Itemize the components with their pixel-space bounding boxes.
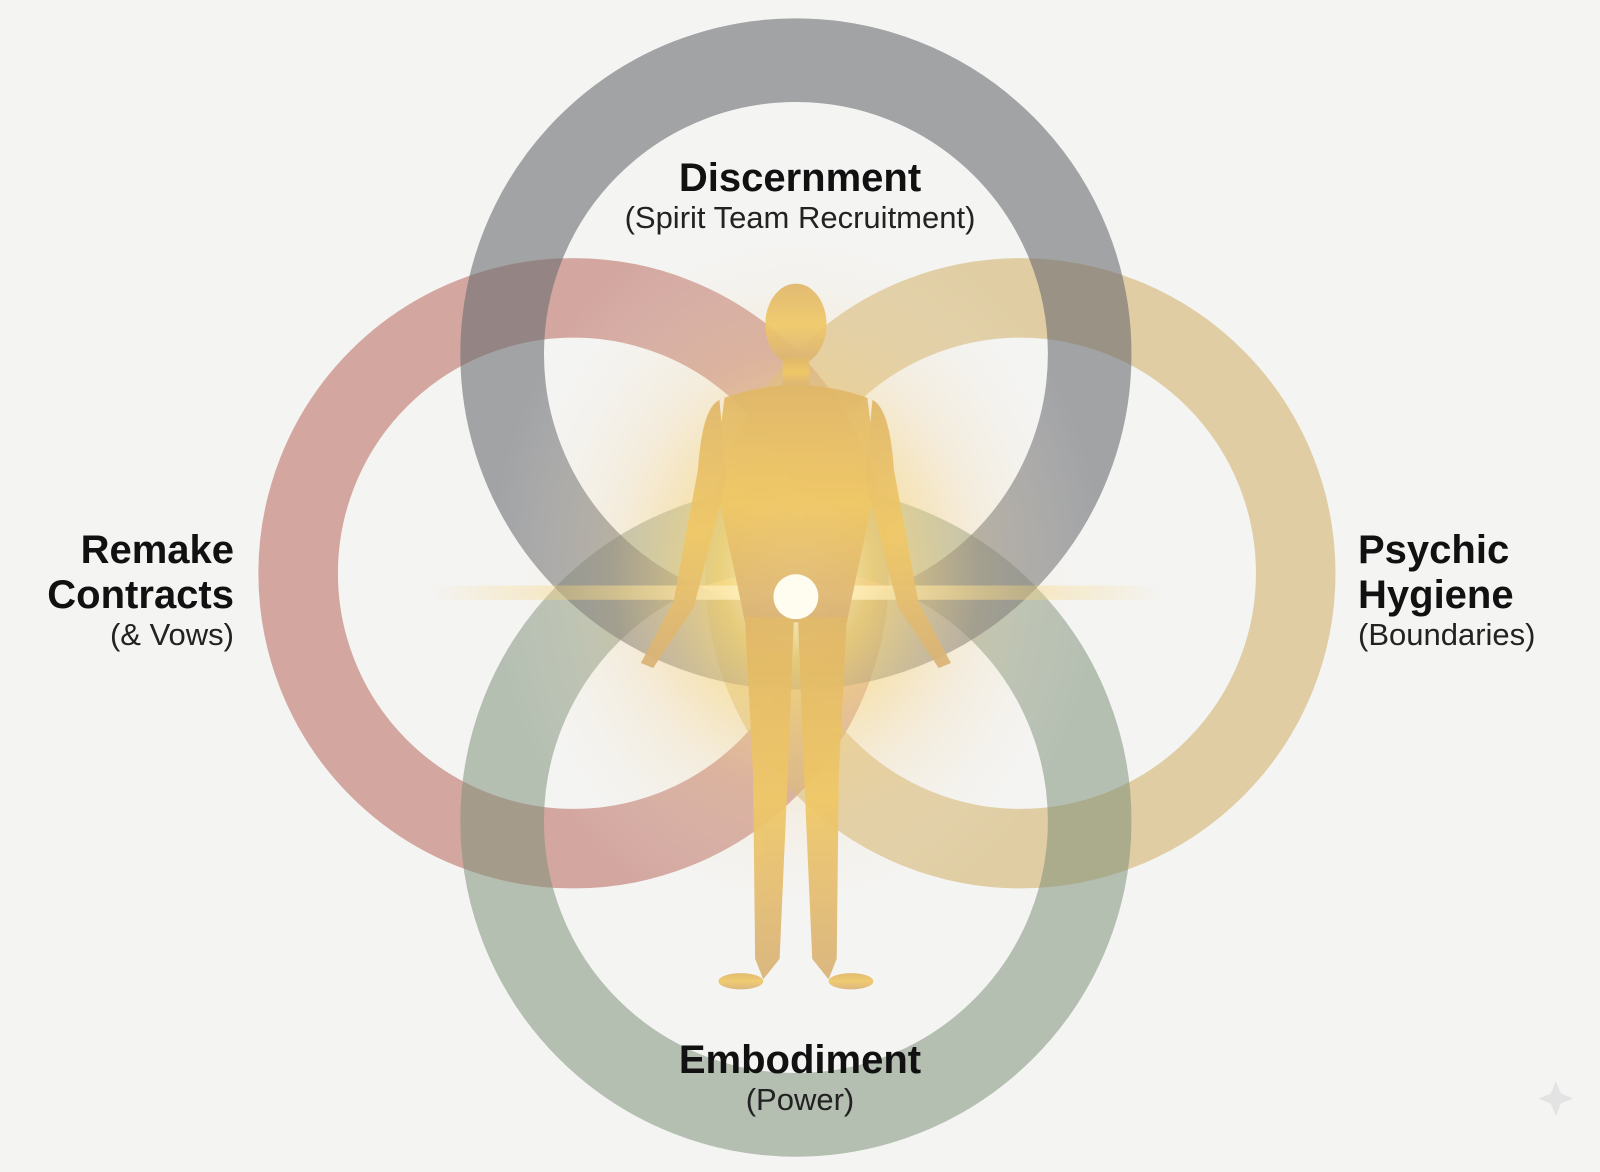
human-figure — [640, 283, 951, 990]
psychic-title-line1: Psychic — [1358, 528, 1510, 572]
label-remake-contracts: Remake Contracts (& Vows) — [0, 528, 234, 652]
remake-title-line1: Remake — [80, 528, 234, 572]
remake-title-line2: Contracts — [47, 572, 234, 617]
psychic-title-line2: Hygiene — [1358, 572, 1514, 617]
sparkle-icon — [1538, 1081, 1574, 1116]
label-embodiment: Embodiment (Power) — [600, 1038, 1000, 1118]
label-discernment: Discernment (Spirit Team Recruitment) — [560, 156, 1040, 236]
label-psychic-hygiene: Psychic Hygiene (Boundaries) — [1358, 528, 1598, 652]
discernment-title: Discernment — [678, 156, 922, 200]
heart-light — [773, 574, 819, 620]
remake-subtitle: (& Vows) — [109, 616, 234, 652]
discernment-subtitle: (Spirit Team Recruitment) — [624, 199, 976, 235]
psychic-subtitle: (Boundaries) — [1358, 616, 1536, 652]
embodiment-subtitle: (Power) — [745, 1081, 855, 1117]
embodiment-title: Embodiment — [678, 1038, 922, 1082]
